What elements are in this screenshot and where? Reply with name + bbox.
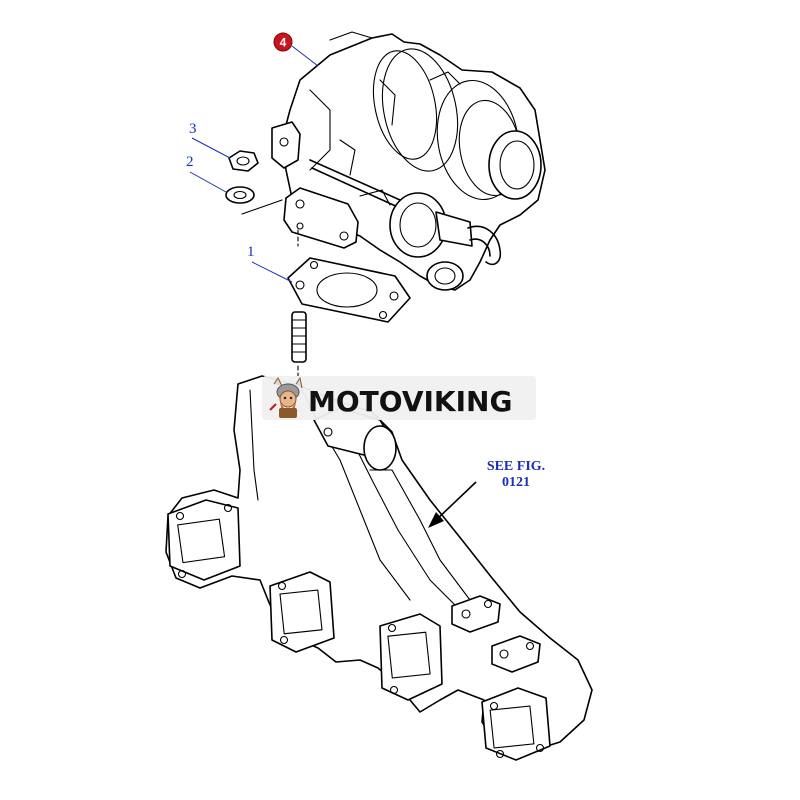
arrow-icon xyxy=(428,481,477,528)
watermark-brand: MOTOVIKING xyxy=(308,385,512,418)
nut xyxy=(228,150,259,172)
callout-4: 4 xyxy=(273,32,319,67)
callout-3: 3 xyxy=(189,121,231,159)
callout-3-label: 3 xyxy=(189,121,197,137)
viking-mascot-icon xyxy=(269,376,303,418)
see-fig-line2: 0121 xyxy=(502,475,530,490)
turbocharger xyxy=(271,31,546,291)
washer xyxy=(225,186,255,204)
callout-2-label: 2 xyxy=(186,154,194,170)
see-fig-reference: SEE FIG. 0121 xyxy=(428,459,545,528)
callout-badge xyxy=(273,32,293,52)
exhaust-manifold xyxy=(165,375,593,761)
callout-2: 2 xyxy=(186,154,227,193)
watermark: MOTOVIKING xyxy=(262,376,536,420)
watermark-background xyxy=(262,376,536,420)
callout-1: 1 xyxy=(247,244,293,283)
callout-4-label: 4 xyxy=(280,36,287,50)
see-fig-line1: SEE FIG. xyxy=(487,459,545,474)
stud xyxy=(291,311,307,363)
callout-1-label: 1 xyxy=(247,244,255,260)
gasket xyxy=(287,257,411,323)
